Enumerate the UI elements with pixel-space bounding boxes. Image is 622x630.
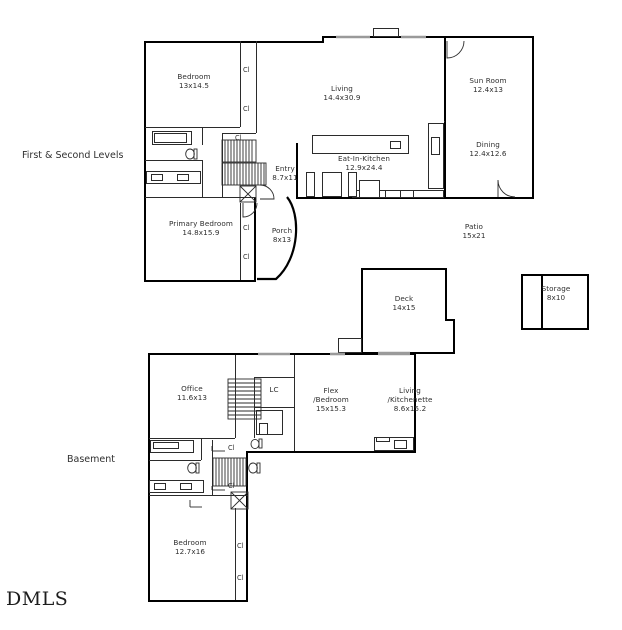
refrigerator bbox=[428, 123, 444, 189]
kitchen-island bbox=[312, 135, 409, 154]
partition-primary-closet bbox=[240, 203, 241, 280]
basement-vanity-sink-2 bbox=[180, 483, 192, 490]
wall-deck-top bbox=[361, 268, 447, 270]
vanity-sink-2 bbox=[177, 174, 189, 181]
vanity-sink-1 bbox=[151, 174, 163, 181]
partition-sunroom-dining bbox=[444, 121, 445, 122]
partition-bedroom-closet bbox=[240, 41, 241, 127]
kitchen-cooktop bbox=[400, 190, 414, 198]
partition-basement-stair-left bbox=[212, 440, 213, 496]
partition-bath-right bbox=[202, 160, 203, 197]
wall-upper-bottom-right bbox=[296, 197, 534, 199]
wall-upper-top-jog-riser bbox=[322, 36, 324, 42]
room-label-basement-bedroom: Bedroom 12.7x16 bbox=[173, 538, 207, 557]
partition-bath-basement-mid bbox=[149, 460, 201, 461]
wall-oven-stack bbox=[431, 137, 440, 155]
wall-upper-right bbox=[532, 36, 534, 199]
kitchenette-range bbox=[376, 437, 390, 442]
entry-cabinet-2 bbox=[322, 172, 342, 197]
closet-tag-upper-1: Cl bbox=[243, 66, 250, 74]
partition-basement-wc-bottom bbox=[256, 434, 283, 435]
room-label-flex-bedroom: Flex /Bedroom 15x15.3 bbox=[313, 386, 349, 414]
deck-step-landing bbox=[338, 338, 362, 353]
closet-tag-upper-2: Cl bbox=[243, 105, 250, 113]
basement-shower-stall bbox=[259, 423, 268, 435]
kitchenette-sink bbox=[394, 440, 407, 449]
partition-bath-basement-divider bbox=[201, 438, 202, 460]
partition-flexroom-left bbox=[294, 355, 295, 390]
room-label-eat-in-kitchen: Eat-In-Kitchen 12.9x24.4 bbox=[337, 154, 391, 173]
wall-living-sunroom bbox=[444, 38, 446, 199]
partition-basement-wc-right bbox=[282, 410, 283, 435]
room-label-primary-bedroom: Primary Bedroom 14.8x15.9 bbox=[168, 219, 234, 238]
closet-tag-basement-2: Cl bbox=[228, 482, 235, 490]
storage-shed-outline bbox=[521, 274, 589, 330]
partition-basement-closet-line bbox=[235, 508, 236, 600]
room-label-living-kitchenette: Living /Kitchenette 8.6x15.2 bbox=[387, 386, 433, 414]
wall-basement-right bbox=[414, 353, 416, 453]
partition-bath-basement-bottom bbox=[149, 495, 248, 496]
room-label-deck: Deck 14x15 bbox=[392, 294, 416, 313]
wall-basement-bottom-right bbox=[246, 451, 416, 453]
wall-basement-mid-vertical bbox=[246, 451, 248, 602]
room-label-office: Office 11.6x13 bbox=[176, 384, 208, 403]
closet-tag-upper-4: Cl bbox=[243, 224, 250, 232]
wall-upper-top-left bbox=[144, 41, 324, 43]
partition-lc-right bbox=[294, 377, 295, 435]
partition-office-bottom bbox=[149, 438, 235, 439]
wall-deck-step-out bbox=[445, 319, 455, 321]
room-label-porch: Porch 8x13 bbox=[271, 226, 293, 245]
wall-deck-right-upper bbox=[445, 268, 447, 321]
partition-basement-wc-top bbox=[256, 410, 282, 411]
wall-upper-bottom-left bbox=[144, 280, 256, 282]
partition-basement-wc-box bbox=[256, 410, 257, 435]
partition-bath-mid bbox=[145, 160, 202, 161]
closet-tag-basement-3: Cl bbox=[237, 542, 244, 550]
room-label-bedroom: Bedroom 13x14.5 bbox=[177, 72, 211, 91]
room-label-linen-closet: LC bbox=[269, 385, 279, 394]
room-label-living: Living 14.4x30.9 bbox=[323, 84, 361, 103]
level-label-basement: Basement bbox=[67, 454, 115, 465]
room-label-patio: Patio 15x21 bbox=[462, 222, 486, 241]
basement-tub-inner bbox=[153, 442, 179, 449]
window-bay-top bbox=[373, 28, 399, 37]
closet-tag-upper-3: Cl bbox=[235, 134, 242, 142]
kitchen-base-cabinet bbox=[359, 180, 380, 198]
partition-bath-hall bbox=[202, 127, 203, 145]
room-label-entry: Entry 8.7x11 bbox=[272, 164, 298, 183]
partition-bedroom-living bbox=[256, 41, 257, 133]
level-label-upper: First & Second Levels bbox=[22, 150, 124, 161]
partition-bath-basement-top bbox=[149, 438, 150, 439]
wall-upper-left bbox=[144, 41, 146, 282]
closet-tag-basement-1: Cl bbox=[228, 444, 235, 452]
watermark-dmls: DMLS bbox=[6, 588, 69, 610]
wall-entry-living-divider bbox=[296, 143, 298, 199]
wall-deck-right-lower bbox=[453, 319, 455, 353]
partition-stair-head bbox=[222, 133, 256, 134]
storage-shed-divider bbox=[541, 274, 543, 330]
partition-bath-bottom bbox=[145, 197, 256, 198]
partition-stair-left bbox=[222, 133, 223, 198]
room-label-storage: Storage 8x10 bbox=[541, 284, 571, 303]
closet-tag-upper-5: Cl bbox=[243, 253, 250, 261]
basement-vanity-sink-1 bbox=[154, 483, 166, 490]
partition-bedroom-bath bbox=[145, 127, 240, 128]
wall-basement-top bbox=[148, 353, 416, 355]
island-sink bbox=[390, 141, 401, 149]
partition-flex-lower bbox=[294, 420, 295, 451]
room-label-sun-room: Sun Room 12.4x13 bbox=[469, 76, 507, 95]
partition-lc-top bbox=[254, 377, 294, 378]
partition-office-right bbox=[235, 355, 236, 438]
room-label-dining: Dining 12.4x12.6 bbox=[469, 140, 507, 159]
entry-cabinet-1 bbox=[306, 172, 315, 197]
wall-basement-left bbox=[148, 353, 150, 602]
closet-tag-basement-4: Cl bbox=[237, 574, 244, 582]
wall-primary-porch-divider bbox=[254, 197, 256, 282]
partition-lc-bottom bbox=[254, 407, 294, 408]
wall-deck-left bbox=[361, 268, 363, 354]
wall-basement-bottom bbox=[148, 600, 248, 602]
wall-upper-top-jog bbox=[322, 36, 534, 38]
bathtub-inner bbox=[154, 133, 187, 143]
entry-cabinet-3 bbox=[348, 172, 357, 197]
